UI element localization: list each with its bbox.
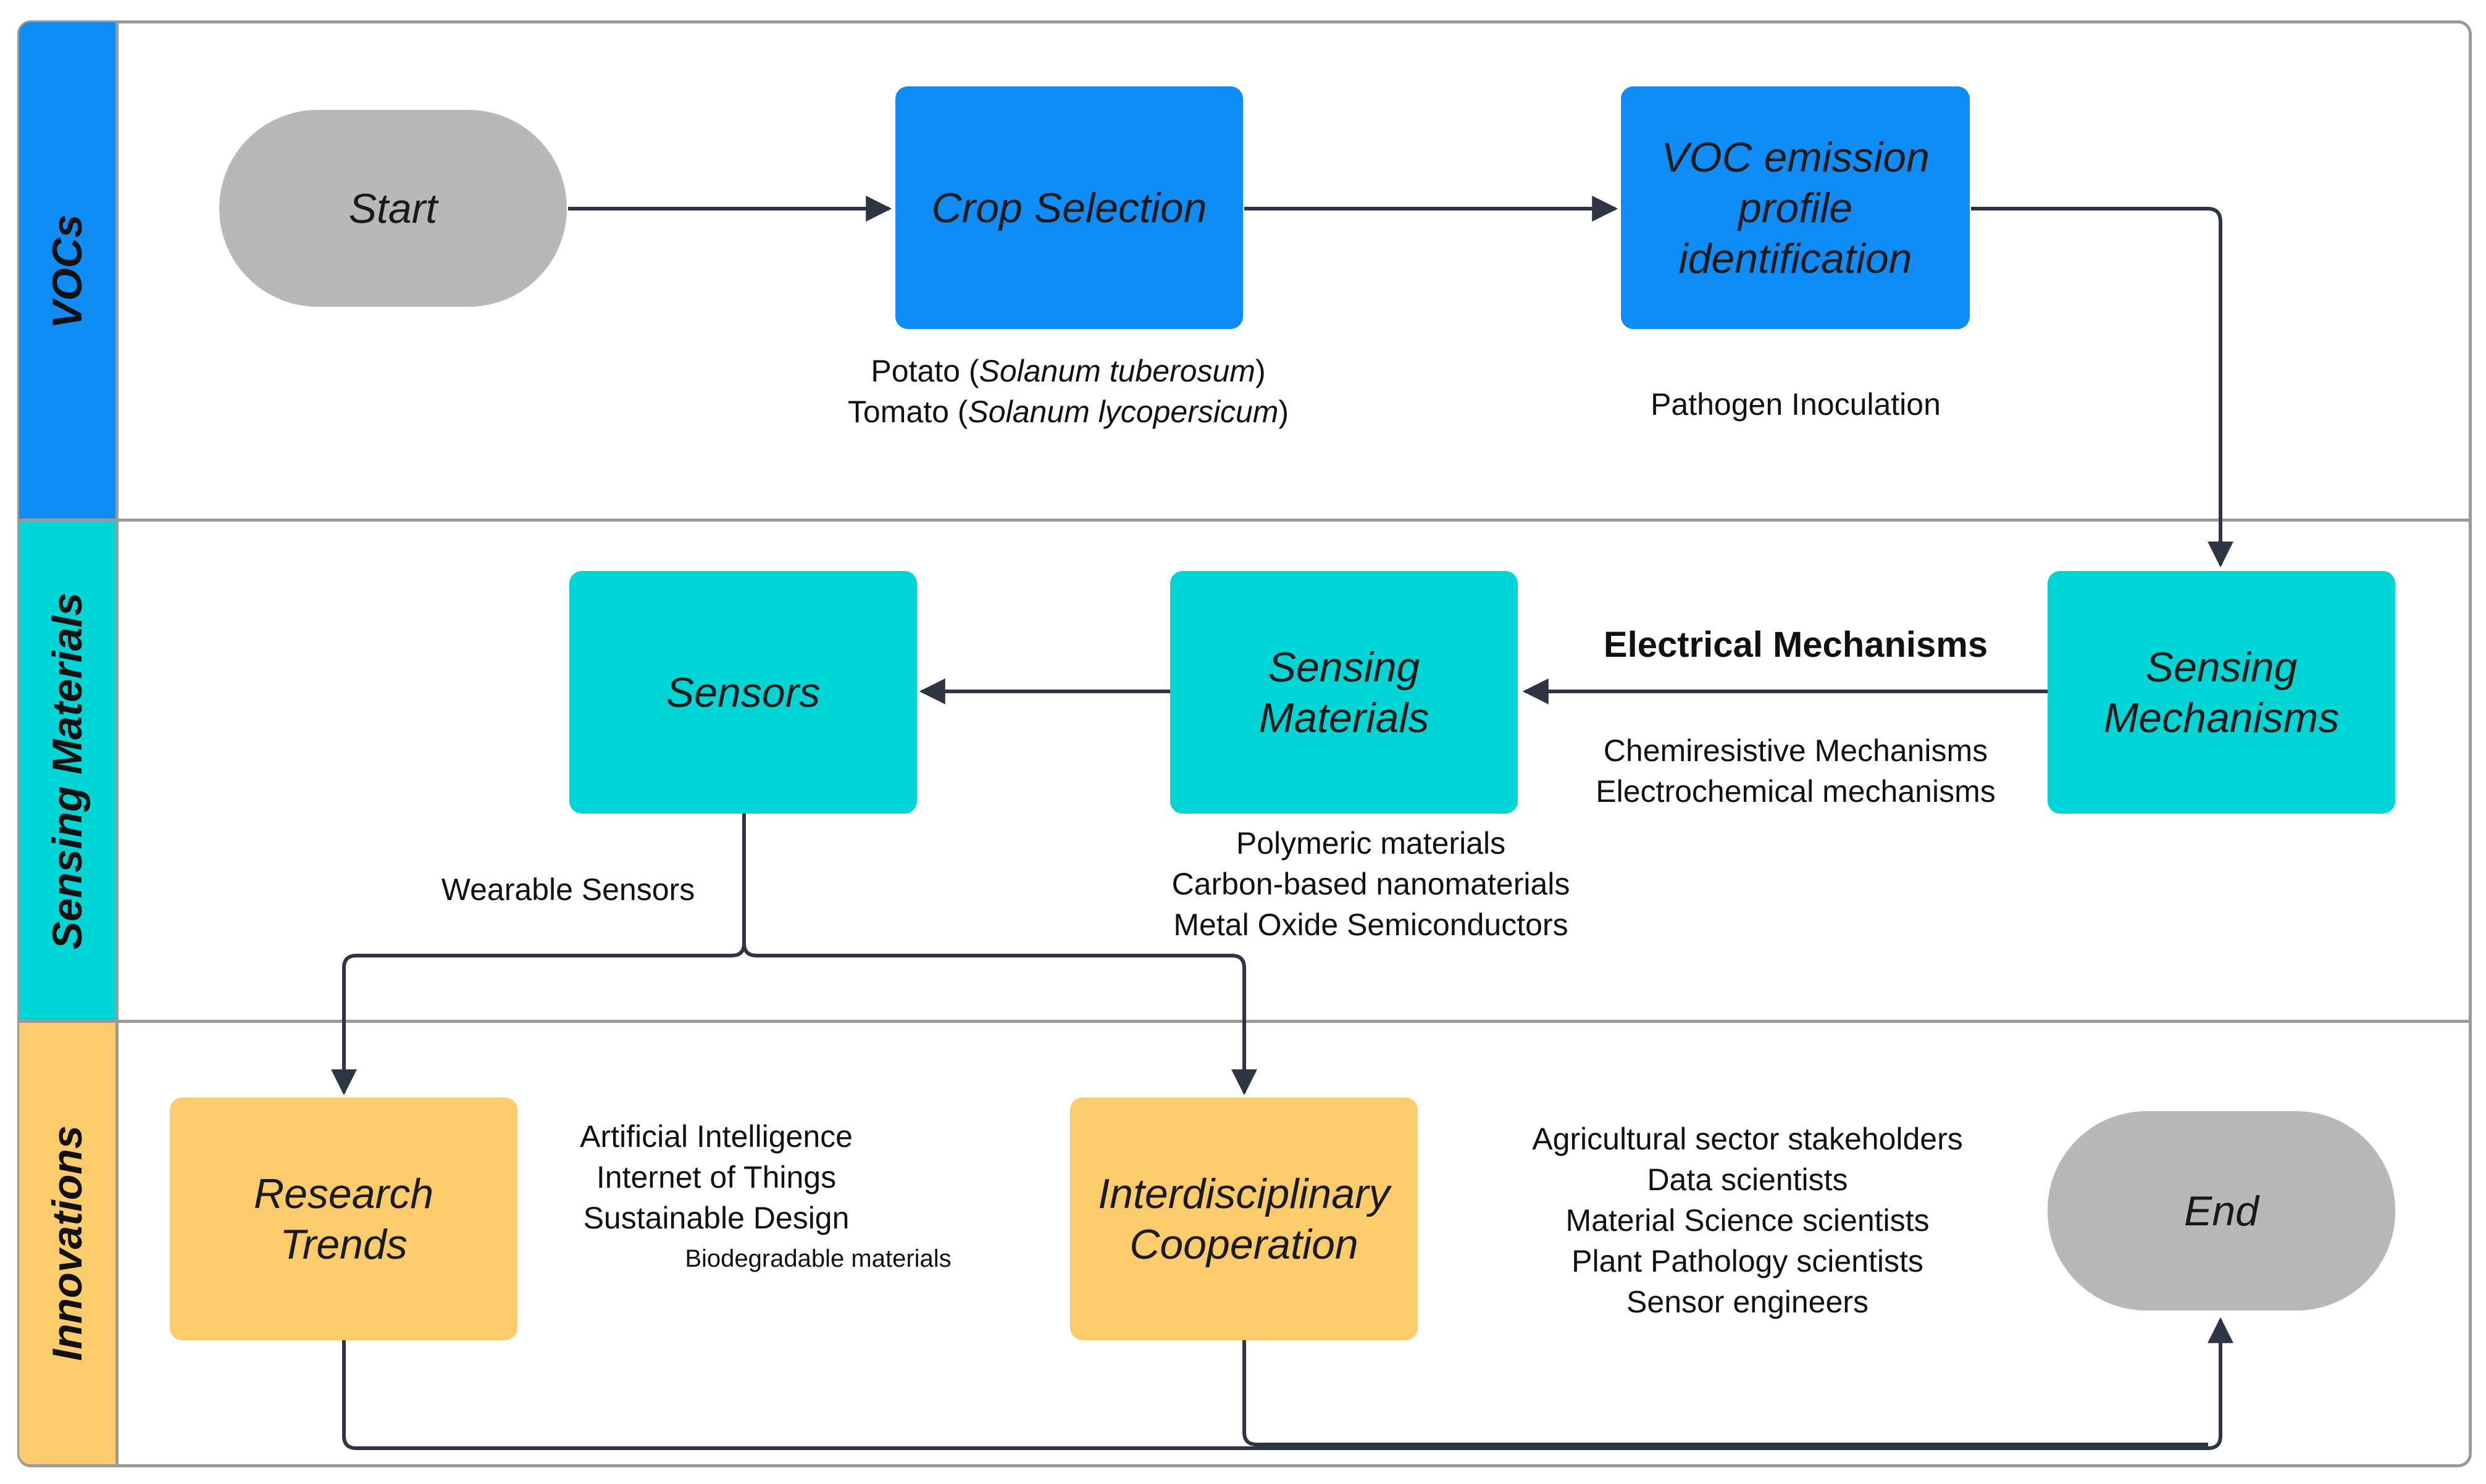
research-trends-node[interactable]: Research Trends bbox=[170, 1098, 517, 1340]
interdisciplinary-cooperation-node[interactable]: Interdisciplinary Cooperation bbox=[1070, 1098, 1418, 1340]
sensing-mechanisms-node[interactable]: Sensing Mechanisms bbox=[2048, 571, 2395, 814]
arrow-cooperation-to-end bbox=[1242, 1340, 2208, 1446]
start-label: Start bbox=[348, 185, 438, 232]
trends-note-biodegradable: Biodegradable materials bbox=[685, 1245, 952, 1272]
end-terminal[interactable]: End bbox=[2048, 1111, 2395, 1311]
end-label: End bbox=[2184, 1187, 2259, 1235]
lane-tab-vocs: VOCs bbox=[19, 22, 115, 520]
crop-selection-node[interactable]: Crop Selection bbox=[895, 86, 1243, 329]
trends-note: Artificial Intelligence Internet of Thin… bbox=[531, 1116, 902, 1238]
crop-note: Potato (Solanum tuberosum) Tomato (Solan… bbox=[760, 351, 1377, 432]
mechanisms-note-line2: Electrochemical mechanisms bbox=[1596, 774, 1996, 809]
lane-tab-divider bbox=[115, 22, 119, 1464]
mechanisms-note-line1: Chemiresistive Mechanisms bbox=[1603, 733, 1988, 768]
materials-note-line2: Carbon-based nanomaterials bbox=[1171, 867, 1570, 901]
stakeholders-note-line2: Data scientists bbox=[1647, 1162, 1848, 1197]
sensing-mechanisms-label-line1: Sensing bbox=[2145, 643, 2298, 691]
sensing-materials-node[interactable]: Sensing Materials bbox=[1170, 571, 1518, 814]
voc-emission-label-line1: VOC emission bbox=[1661, 133, 1930, 181]
sensing-mechanisms-label-line2: Mechanisms bbox=[2103, 694, 2340, 741]
voc-emission-label-line3: identification bbox=[1678, 235, 1912, 282]
arrow-sensors-split bbox=[331, 813, 746, 1096]
pathogen-note: Pathogen Inoculation bbox=[1651, 387, 1941, 422]
sensors-node[interactable]: Sensors bbox=[569, 571, 917, 814]
mechanisms-note: Chemiresistive Mechanisms Electrochemica… bbox=[1518, 730, 2074, 812]
arrow-sensors-to-cooperation bbox=[742, 943, 1257, 1096]
arrow-voc-to-mechanisms bbox=[1971, 207, 2233, 568]
stakeholders-note-line3: Material Science scientists bbox=[1565, 1203, 1930, 1238]
stakeholders-note-line1: Agricultural sector stakeholders bbox=[1532, 1122, 1963, 1156]
arrow-trends-to-end bbox=[342, 1317, 2233, 1450]
voc-emission-node[interactable]: VOC emission profile identification bbox=[1621, 86, 1970, 329]
lane-tab-innovations: Innovations bbox=[19, 1022, 115, 1464]
crop-note-tomato: Tomato (Solanum lycopersicum) bbox=[847, 394, 1289, 429]
stakeholders-note: Agricultural sector stakeholders Data sc… bbox=[1454, 1119, 2041, 1322]
voc-emission-label-line2: profile bbox=[1738, 184, 1853, 231]
sensors-label: Sensors bbox=[666, 669, 821, 716]
start-terminal[interactable]: Start bbox=[219, 110, 567, 307]
lane-tab-sensing-materials: Sensing Materials bbox=[19, 520, 115, 1022]
sensing-materials-label-line2: Materials bbox=[1258, 694, 1429, 741]
trends-note-line2: Internet of Things bbox=[596, 1160, 837, 1194]
crop-note-potato: Potato (Solanum tuberosum) bbox=[871, 354, 1266, 388]
interdisciplinary-label-line2: Cooperation bbox=[1129, 1220, 1358, 1268]
interdisciplinary-label-line1: Interdisciplinary bbox=[1098, 1170, 1390, 1217]
wearable-sensors-note: Wearable Sensors bbox=[441, 872, 695, 907]
materials-note: Polymeric materials Carbon-based nanomat… bbox=[1093, 823, 1649, 945]
stakeholders-note-line4: Plant Pathology scientists bbox=[1572, 1244, 1923, 1278]
sensing-materials-label-line1: Sensing bbox=[1268, 643, 1420, 691]
materials-note-line3: Metal Oxide Semiconductors bbox=[1173, 907, 1568, 942]
trends-note-line3: Sustainable Design bbox=[583, 1201, 850, 1235]
trends-note-line1: Artificial Intelligence bbox=[580, 1119, 853, 1154]
research-trends-label-line1: Research bbox=[253, 1170, 434, 1217]
research-trends-label-line2: Trends bbox=[280, 1220, 408, 1268]
stakeholders-note-line5: Sensor engineers bbox=[1626, 1285, 1869, 1319]
electrical-mechanisms-note: Electrical Mechanisms bbox=[1603, 625, 1988, 665]
materials-note-line1: Polymeric materials bbox=[1236, 826, 1506, 861]
lane-divider-1 bbox=[19, 519, 2470, 522]
crop-selection-label: Crop Selection bbox=[931, 184, 1207, 231]
